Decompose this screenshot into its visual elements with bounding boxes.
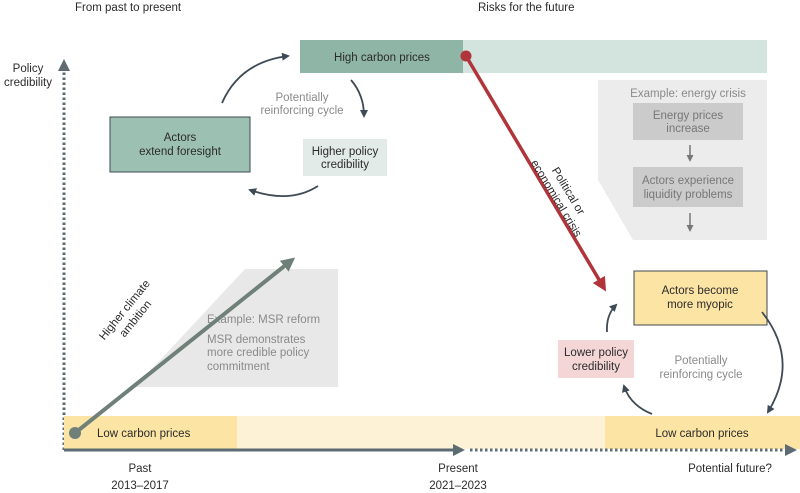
future-cycle-arrow-2 bbox=[761, 311, 784, 414]
actors-extend-line2: extend foresight bbox=[139, 146, 222, 158]
energy-example-title: Example: energy crisis bbox=[630, 88, 746, 100]
low-carbon-prices-right-box bbox=[605, 416, 800, 449]
myopic-line1: Actors become bbox=[662, 285, 739, 297]
energy-prices-line1: Energy prices bbox=[653, 110, 724, 122]
high-carbon-prices-box bbox=[300, 40, 463, 73]
past-cycle-label-line1: Potentially bbox=[275, 92, 328, 104]
msr-example-line1: MSR demonstrates bbox=[207, 334, 306, 346]
tick-present-years: 2021–2023 bbox=[429, 480, 487, 492]
liquidity-line2: liquidity problems bbox=[644, 189, 733, 201]
tick-present: Present bbox=[438, 463, 478, 475]
future-cycle-arrow-3 bbox=[621, 384, 653, 415]
y-axis-label-line2: credibility bbox=[4, 77, 52, 89]
lower-credibility-line1: Lower policy bbox=[564, 347, 628, 359]
lower-credibility-line2: credibility bbox=[572, 361, 620, 373]
msr-example-line3: commitment bbox=[207, 361, 270, 373]
lower-policy-credibility-box bbox=[558, 340, 634, 378]
higher-ambition-arrow bbox=[73, 257, 296, 435]
msr-example-panel bbox=[135, 269, 338, 387]
actors-extend-line1: Actors bbox=[164, 132, 197, 144]
crisis-arrow bbox=[464, 55, 607, 292]
cycle-arrow-1 bbox=[221, 52, 290, 104]
msr-example-title: Example: MSR reform bbox=[207, 314, 320, 326]
header-right: Risks for the future bbox=[478, 2, 575, 14]
header-left: From past to present bbox=[75, 2, 182, 14]
tick-past-years: 2013–2017 bbox=[111, 480, 169, 492]
actors-extend-foresight-box bbox=[109, 116, 251, 173]
cycle-arrow-2 bbox=[350, 79, 368, 118]
energy-prices-box bbox=[633, 103, 743, 140]
higher-credibility-line2: credibility bbox=[321, 159, 369, 171]
future-cycle-arrow-1 bbox=[606, 303, 618, 333]
tick-past: Past bbox=[128, 463, 152, 475]
crisis-start-dot bbox=[460, 50, 472, 62]
future-cycle-label-line2: reinforcing cycle bbox=[659, 369, 742, 381]
energy-prices-line2: increase bbox=[666, 123, 709, 135]
tick-future: Potential future? bbox=[688, 463, 772, 475]
actors-more-myopic-box bbox=[633, 270, 768, 326]
low-carbon-prices-right-label: Low carbon prices bbox=[655, 428, 749, 440]
low-carbon-prices-left-box bbox=[64, 416, 237, 449]
cycle-arrow-3 bbox=[248, 185, 319, 198]
higher-policy-credibility-box bbox=[303, 139, 387, 176]
past-cycle-label-line2: reinforcing cycle bbox=[260, 105, 343, 117]
high-carbon-prices-label: High carbon prices bbox=[334, 52, 430, 64]
low-carbon-prices-left-label: Low carbon prices bbox=[97, 428, 191, 440]
liquidity-line1: Actors experience bbox=[642, 175, 734, 187]
future-cycle-label-line1: Potentially bbox=[674, 355, 727, 367]
start-dot bbox=[69, 427, 81, 439]
msr-example-line2: more credible policy bbox=[207, 347, 310, 359]
y-axis-label-line1: Policy bbox=[13, 63, 44, 75]
top-band-extension bbox=[463, 40, 767, 73]
liquidity-problems-box bbox=[633, 167, 743, 207]
higher-credibility-line1: Higher policy bbox=[312, 146, 379, 158]
myopic-line2: more myopic bbox=[667, 299, 733, 311]
